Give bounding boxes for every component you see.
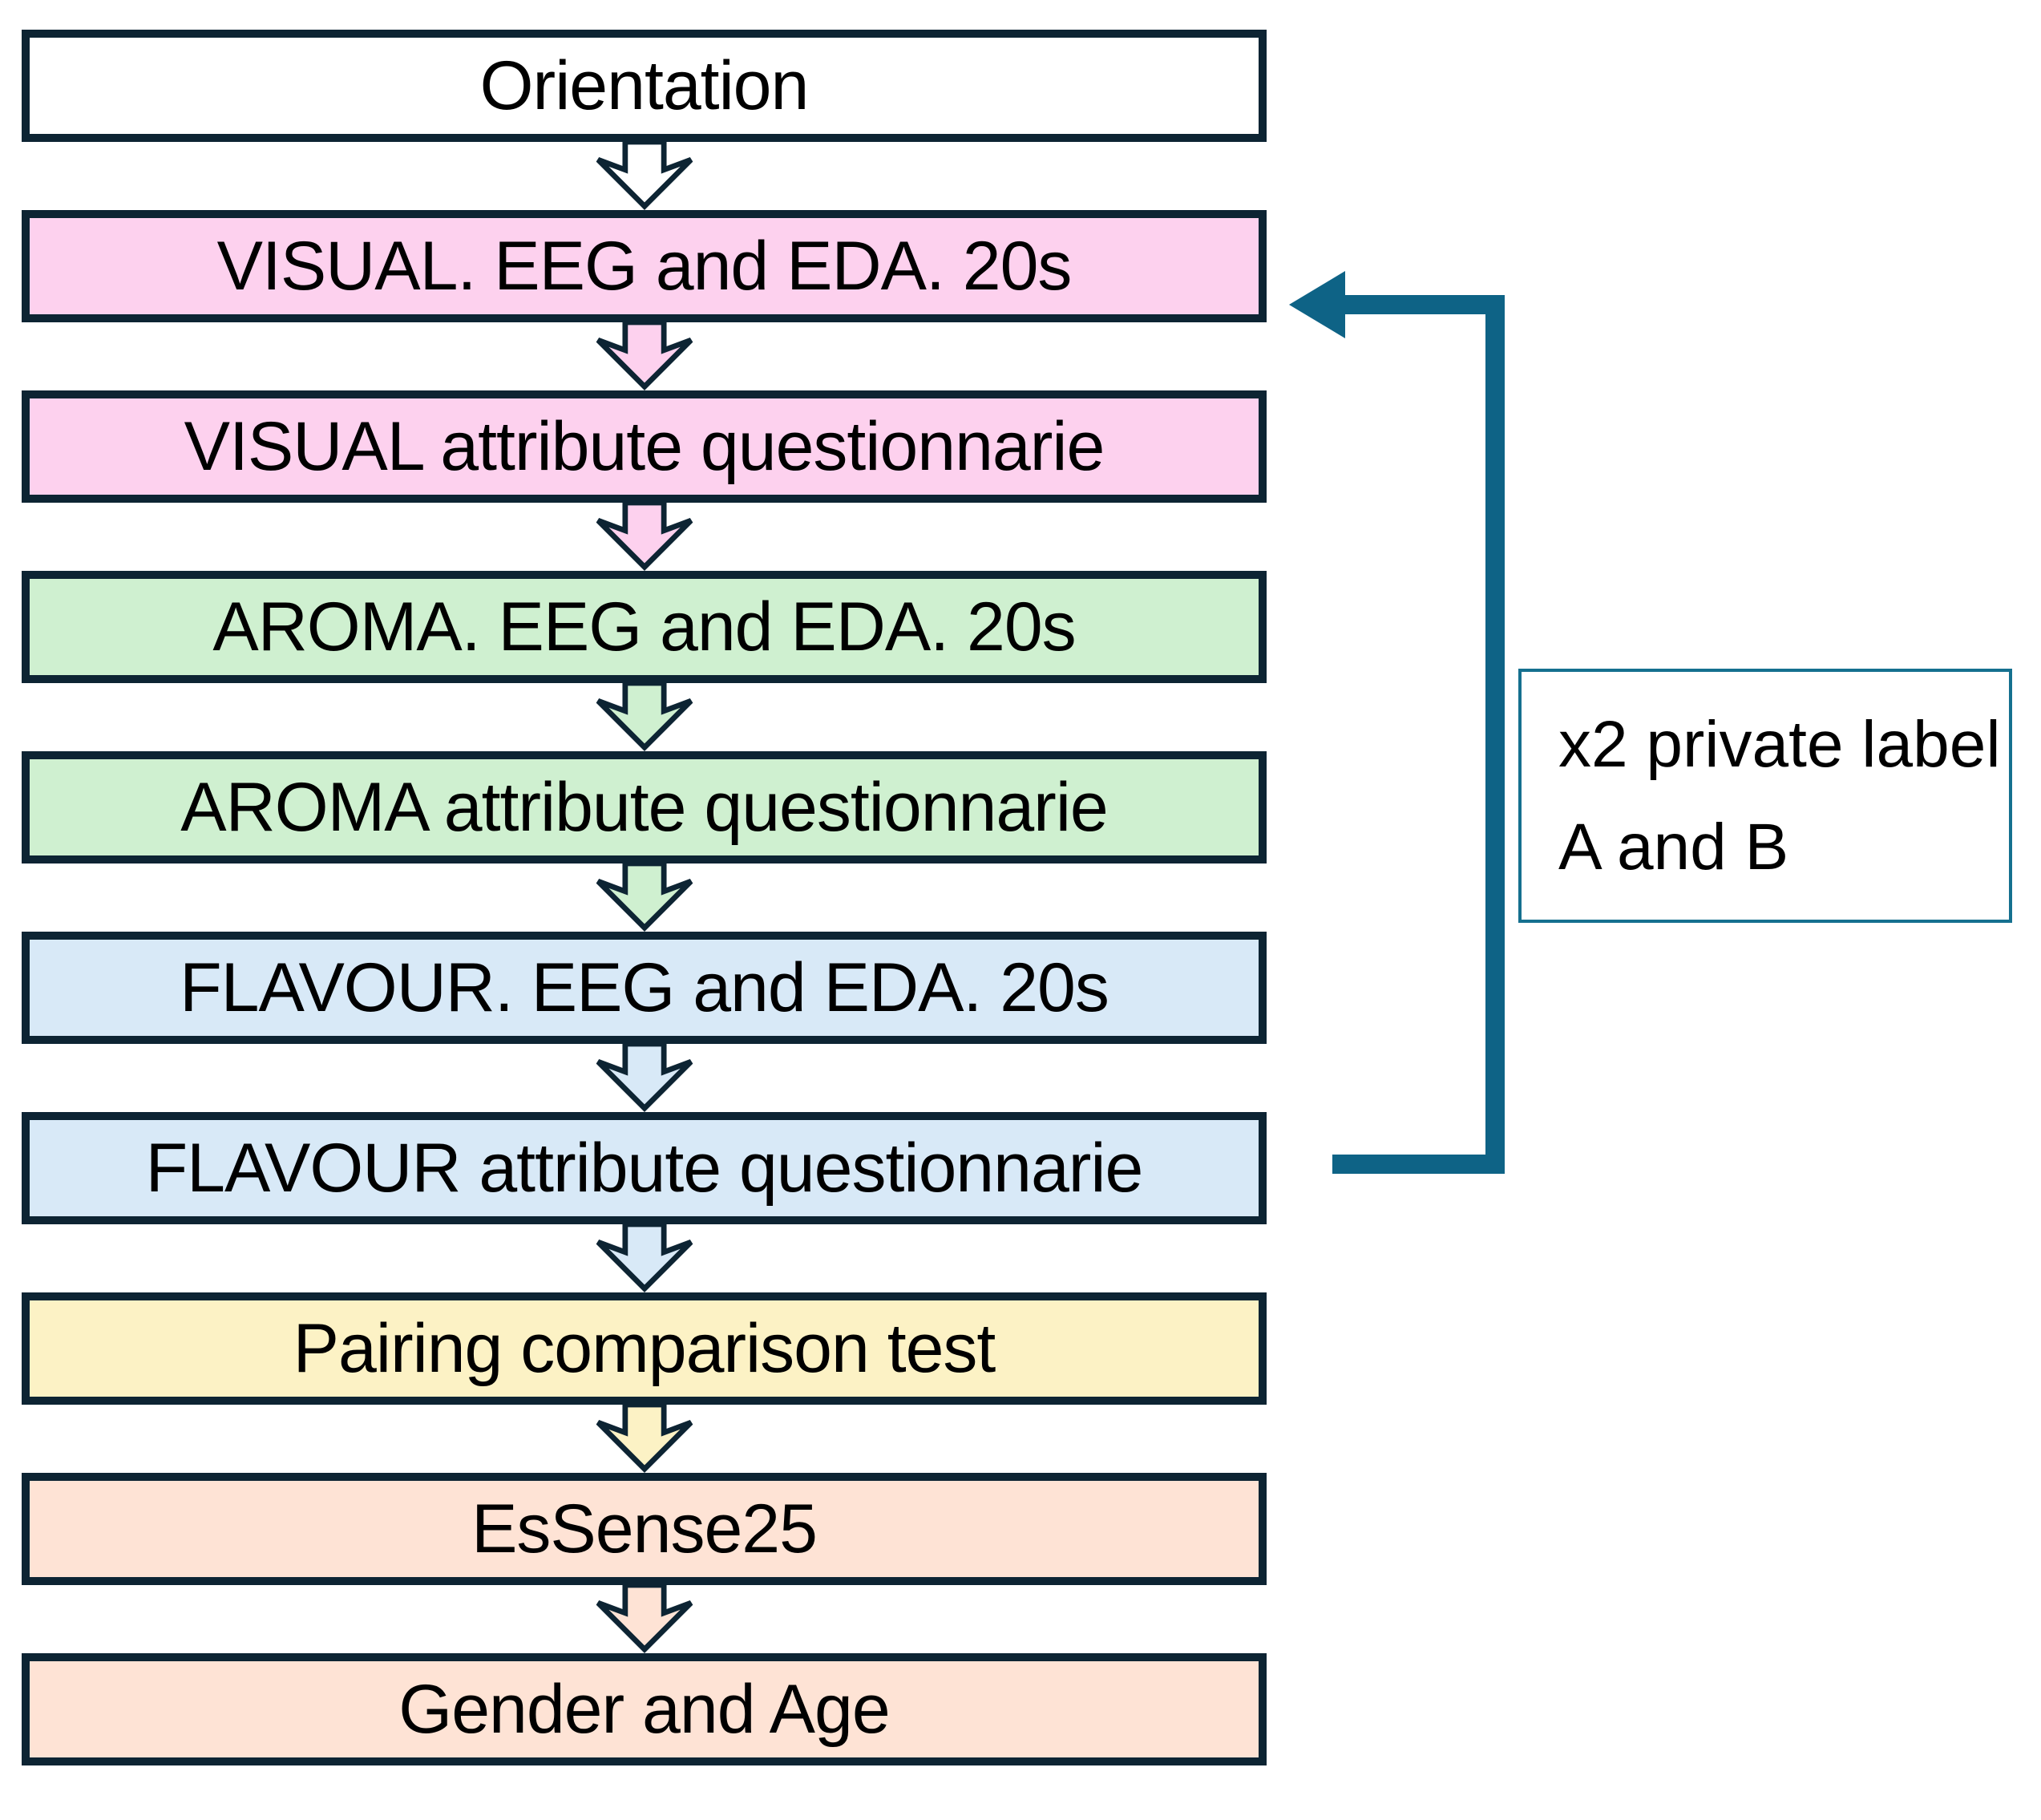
flow-box-aroma-questionnaire: AROMA attribute questionnarie xyxy=(22,751,1267,863)
down-arrow-icon xyxy=(596,322,693,390)
loop-arrowhead-left-icon xyxy=(1289,271,1345,338)
down-arrow-icon xyxy=(596,863,693,932)
down-arrow-icon xyxy=(596,1405,693,1473)
down-arrow-icon xyxy=(596,1044,693,1112)
flow-box-label: Gender and Age xyxy=(398,1670,890,1748)
flow-box-orientation: Orientation xyxy=(22,30,1267,142)
flow-box-visual-eeg: VISUAL. EEG and EDA. 20s xyxy=(22,210,1267,322)
loop-label-line2: A and B xyxy=(1558,810,1789,884)
flow-box-label: VISUAL attribute questionnarie xyxy=(184,407,1105,485)
down-arrow-icon xyxy=(596,1585,693,1653)
flow-box-label: EsSense25 xyxy=(471,1490,818,1567)
loop-bottom-shaft xyxy=(1332,1155,1505,1174)
loop-top-shaft xyxy=(1339,295,1505,314)
loop-label-box: x2 private label A and B xyxy=(1518,669,2012,923)
flow-box-label: AROMA. EEG and EDA. 20s xyxy=(212,588,1076,665)
flow-box-pairing-comparison: Pairing comparison test xyxy=(22,1292,1267,1405)
loop-vertical-line xyxy=(1485,295,1505,1174)
down-arrow-icon xyxy=(596,683,693,751)
flow-box-label: AROMA attribute questionnarie xyxy=(180,768,1109,846)
flow-box-label: Orientation xyxy=(479,47,810,124)
flow-box-label: Pairing comparison test xyxy=(293,1309,996,1387)
flow-box-flavour-questionnaire: FLAVOUR attribute questionnarie xyxy=(22,1112,1267,1224)
flow-box-visual-questionnaire: VISUAL attribute questionnarie xyxy=(22,390,1267,503)
loop-label-line1: x2 private label xyxy=(1558,708,2001,782)
flow-box-flavour-eeg: FLAVOUR. EEG and EDA. 20s xyxy=(22,932,1267,1044)
flow-box-aroma-eeg: AROMA. EEG and EDA. 20s xyxy=(22,571,1267,683)
down-arrow-icon xyxy=(596,142,693,210)
down-arrow-icon xyxy=(596,503,693,571)
flow-box-label: VISUAL. EEG and EDA. 20s xyxy=(216,227,1073,305)
down-arrow-icon xyxy=(596,1224,693,1292)
flow-box-label: FLAVOUR attribute questionnarie xyxy=(145,1129,1144,1207)
flow-box-label: FLAVOUR. EEG and EDA. 20s xyxy=(180,948,1109,1026)
flow-box-gender-age: Gender and Age xyxy=(22,1653,1267,1765)
flow-box-essense25: EsSense25 xyxy=(22,1473,1267,1585)
